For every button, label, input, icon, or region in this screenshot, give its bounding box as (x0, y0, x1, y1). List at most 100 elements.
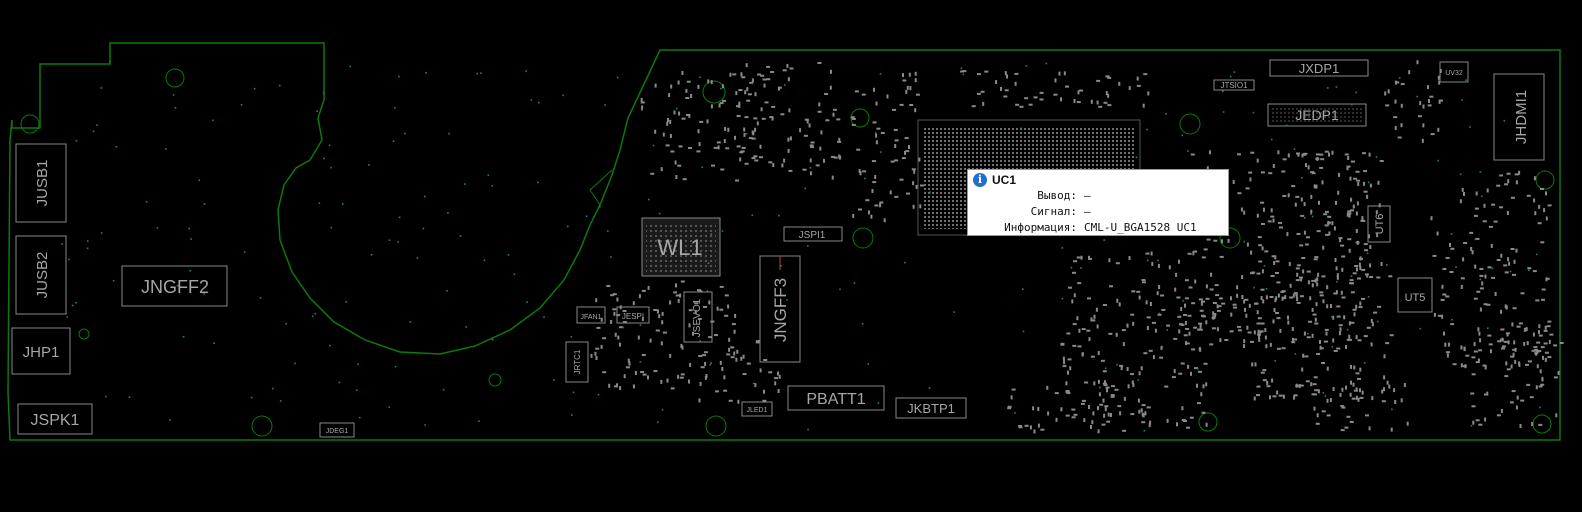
pad (820, 130, 823, 135)
pad (1090, 99, 1093, 104)
wl1-module[interactable]: WL1 (641, 217, 721, 277)
jngff2-connector[interactable]: JNGFF2 (121, 265, 228, 307)
pad (1096, 79, 1101, 82)
pad (772, 163, 775, 167)
via (599, 205, 601, 208)
pad (649, 338, 652, 343)
pad (662, 132, 665, 137)
pad (1362, 152, 1366, 155)
pad (1186, 426, 1190, 429)
via (1166, 329, 1169, 331)
pad (1544, 351, 1549, 354)
pad (875, 140, 878, 145)
pad (1260, 171, 1265, 174)
ut5-chip[interactable]: UT5 (1397, 277, 1433, 313)
pad (1507, 257, 1510, 262)
via (75, 302, 77, 304)
jrtc1-connector[interactable]: JRTC1 (565, 341, 589, 383)
jedp1-connector[interactable]: JEDP1 (1267, 103, 1367, 127)
jusb2-connector[interactable]: JUSB2 (15, 235, 67, 315)
jhp1-connector[interactable]: JHP1 (11, 327, 71, 375)
via (212, 119, 214, 122)
jled1-connector[interactable]: JLED1 (741, 401, 773, 417)
pad (1439, 69, 1442, 73)
pad (1430, 216, 1433, 221)
pad (1079, 89, 1084, 92)
pad (1473, 297, 1478, 300)
via (1104, 367, 1107, 370)
pad (976, 92, 981, 95)
pad (1273, 308, 1276, 312)
pad (1303, 331, 1306, 336)
pad (1060, 97, 1062, 102)
pad (1471, 405, 1476, 408)
via (1294, 353, 1297, 355)
jxdp1-connector[interactable]: JXDP1 (1269, 59, 1369, 77)
pad (688, 323, 691, 328)
jtsio1-connector[interactable]: JTSIO1 (1213, 79, 1255, 91)
pad (1526, 194, 1531, 197)
pad (1066, 332, 1071, 335)
jdeg1-connector[interactable]: JDEG1 (319, 422, 355, 438)
pad (1270, 275, 1275, 277)
pad (1383, 375, 1386, 380)
ut6-chip[interactable]: UT6 (1367, 205, 1391, 243)
jhdmi1-connector[interactable]: JHDMI1 (1493, 73, 1545, 161)
pad (1427, 104, 1432, 107)
pad (830, 69, 832, 74)
pad (1295, 267, 1300, 270)
jngff3-connector[interactable]: JNGFF3 (759, 255, 801, 363)
pad (899, 178, 904, 181)
via (1061, 297, 1064, 300)
jespi-connector[interactable]: JESPI (616, 306, 650, 324)
pad (1166, 418, 1169, 423)
pad (689, 362, 692, 367)
jspk1-connector[interactable]: JSPK1 (17, 403, 93, 435)
via (259, 297, 262, 299)
pad (914, 71, 917, 76)
via (314, 313, 317, 315)
jspi1-connector[interactable]: JSPI1 (783, 226, 843, 242)
pad (1371, 396, 1374, 401)
pad (1136, 76, 1139, 81)
via (879, 73, 882, 75)
pad (1277, 150, 1280, 155)
pad (1088, 405, 1090, 409)
via (607, 230, 609, 232)
pad (1503, 264, 1508, 267)
pad (658, 314, 661, 319)
pad (1514, 359, 1517, 364)
uv32-chip[interactable]: UV32 (1439, 61, 1469, 83)
via (1391, 408, 1393, 411)
pad (1142, 103, 1145, 108)
via (953, 311, 955, 313)
pad (1272, 395, 1277, 398)
via (1304, 217, 1306, 219)
pad (1209, 150, 1211, 155)
jsevo1-connector[interactable]: JSEVO1 (683, 291, 713, 343)
pbatt1-connector[interactable]: PBATT1 (787, 385, 885, 411)
jusb1-connector[interactable]: JUSB1 (15, 143, 67, 223)
pad (1300, 277, 1303, 282)
pad (1350, 209, 1354, 212)
jfan1-connector[interactable]: JFAN1 (576, 306, 606, 324)
pad (1273, 261, 1276, 265)
pad (1439, 99, 1443, 102)
pad (719, 360, 722, 365)
pad (817, 62, 822, 64)
pad (1543, 329, 1548, 332)
jkbtp1-connector[interactable]: JKBTP1 (895, 397, 967, 419)
pad (1276, 390, 1279, 395)
pad (721, 367, 724, 371)
pad (1547, 320, 1552, 323)
pad (789, 136, 792, 141)
pad (723, 139, 726, 143)
via (96, 124, 98, 126)
pad (590, 353, 593, 358)
pad (1190, 153, 1195, 156)
pad (716, 306, 719, 311)
pad (1355, 211, 1358, 216)
pad (763, 359, 768, 361)
pad (606, 285, 611, 287)
